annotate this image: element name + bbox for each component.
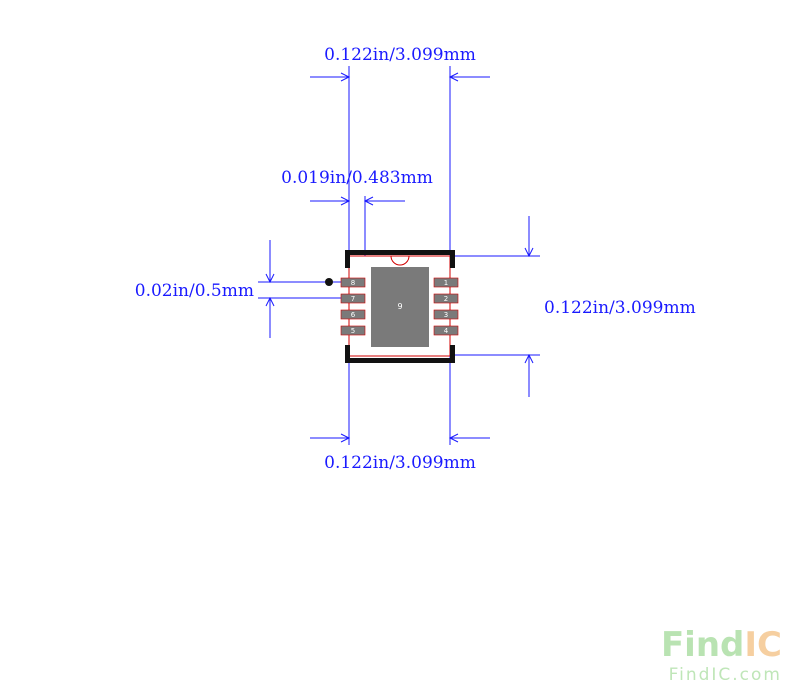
dim-top-width-label: 0.122in/3.099mm: [324, 45, 476, 65]
exposed-pad: [371, 267, 429, 347]
dimension-arrowheads: [265, 72, 534, 443]
watermark-logo-find: Find: [661, 625, 744, 665]
right-pin-label: 2: [444, 295, 448, 303]
left-pin: [340, 309, 366, 320]
left-pin: [340, 293, 366, 304]
pin1-dot: [325, 278, 333, 286]
left-pin-label: 8: [351, 279, 355, 287]
right-pin-label: 4: [444, 327, 449, 335]
right-pin-label: 1: [444, 279, 448, 287]
dimension-lines: [258, 66, 540, 445]
left-pin-label: 5: [351, 327, 355, 335]
right-pin: [433, 293, 459, 304]
left-pin-label: 6: [351, 311, 356, 319]
left-pin-row: 8 7 6 5: [340, 277, 366, 336]
package-corner-marks: [345, 250, 455, 363]
dim-pitch-label: 0.02in/0.5mm: [135, 281, 254, 301]
ic-package: 9 8 7 6 5 1 2 3 4: [325, 250, 459, 363]
watermark-url: FindIC.com: [669, 665, 782, 685]
pin1-notch: [390, 255, 410, 266]
findic-watermark: FindIC FindIC.com: [661, 625, 782, 685]
right-pin: [433, 325, 459, 336]
right-pin-row: 1 2 3 4: [433, 277, 459, 336]
right-pin: [433, 277, 459, 288]
watermark-logo-ic: IC: [744, 625, 782, 665]
dim-bottom-width-label: 0.122in/3.099mm: [324, 453, 476, 473]
left-pin: [340, 325, 366, 336]
right-pin: [433, 309, 459, 320]
dim-right-height-label: 0.122in/3.099mm: [544, 298, 696, 318]
left-pin: [340, 277, 366, 288]
left-pin-label: 7: [351, 295, 355, 303]
watermark-logo: FindIC: [661, 625, 782, 665]
dim-pin-width-label: 0.019in/0.483mm: [281, 168, 433, 188]
right-pin-label: 3: [444, 311, 448, 319]
package-outline: [348, 255, 451, 357]
exposed-pad-label: 9: [397, 302, 402, 311]
